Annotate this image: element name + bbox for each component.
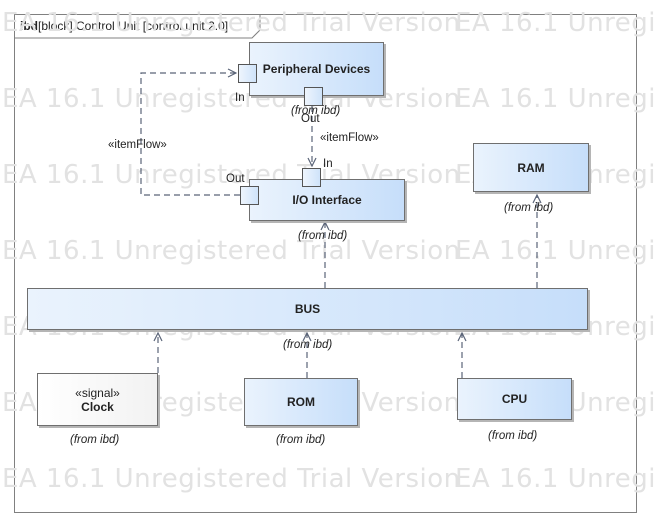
block-io-interface[interactable]: I/O Interface xyxy=(249,179,405,221)
watermark: EA 16.1 Unregistered Trial Version xyxy=(2,464,461,494)
block-label: CPU xyxy=(501,392,528,406)
watermark: EA 16.1 Unregistered Trial Version xyxy=(455,8,656,38)
from-label: (from ibd) xyxy=(283,339,333,351)
from-label: (from ibd) xyxy=(488,430,538,442)
block-cpu[interactable]: CPU xyxy=(457,378,572,420)
block-label: BUS xyxy=(294,302,321,316)
from-label: (from ibd) xyxy=(291,105,341,117)
block-label: ROM xyxy=(287,395,315,409)
itemflow-label: «itemFlow» xyxy=(320,132,379,144)
block-label: Clock xyxy=(81,399,114,414)
port-peripheral-out[interactable] xyxy=(304,87,323,106)
frame-title-text: [block] Control Unit [control unit 2.0] xyxy=(38,19,229,33)
from-label: (from ibd) xyxy=(276,434,326,446)
block-bus[interactable]: BUS xyxy=(27,288,588,330)
block-rom[interactable]: ROM xyxy=(244,378,358,426)
frame-title: ibd[block] Control Unit [control unit 2.… xyxy=(14,14,228,38)
port-label: In xyxy=(235,92,245,104)
from-label: (from ibd) xyxy=(298,230,348,242)
watermark: EA 16.1 Unregistered Trial Version xyxy=(455,236,656,266)
watermark: EA 16.1 Unregistered Trial Version xyxy=(455,464,656,494)
block-ram[interactable]: RAM xyxy=(473,143,589,192)
port-io-out[interactable] xyxy=(240,186,259,205)
block-clock[interactable]: «signal» Clock xyxy=(37,373,158,426)
watermark: EA 16.1 Unregistered Trial Version xyxy=(455,84,656,114)
port-label: Out xyxy=(226,173,245,185)
from-label: (from ibd) xyxy=(504,202,554,214)
block-label: I/O Interface xyxy=(292,193,362,207)
frame-kind: ibd xyxy=(20,19,38,33)
watermark: EA 16.1 Unregistered Trial Version xyxy=(2,236,461,266)
port-io-in[interactable] xyxy=(302,168,321,187)
port-peripheral-in[interactable] xyxy=(238,64,257,83)
port-label: In xyxy=(323,158,333,170)
stereotype-label: «signal» xyxy=(75,385,120,400)
from-label: (from ibd) xyxy=(70,434,120,446)
itemflow-label: «itemFlow» xyxy=(108,139,167,151)
block-label: Peripheral Devices xyxy=(262,62,371,76)
itemflow-io-to-peripheral xyxy=(140,73,240,196)
port-label: Out xyxy=(301,113,320,125)
block-label: RAM xyxy=(517,160,545,175)
watermark: EA 16.1 Unregistered Trial Version xyxy=(2,8,461,38)
